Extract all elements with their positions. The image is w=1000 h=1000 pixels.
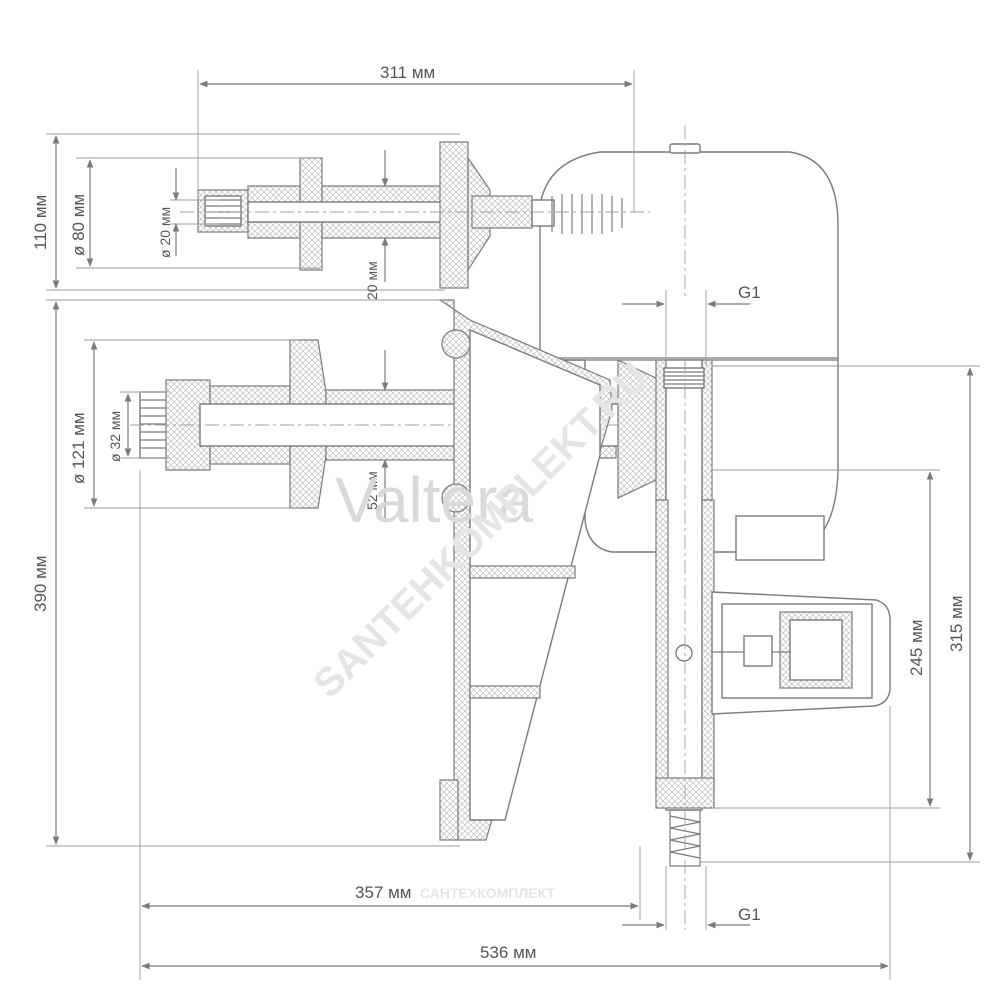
mounting-bracket [438, 299, 613, 841]
valve-column [617, 359, 715, 930]
dim-245: 245 мм [907, 620, 926, 676]
dim-357: 357 мм [355, 883, 411, 902]
dimension-lines [46, 70, 980, 980]
top-inlet-assembly [180, 141, 650, 289]
dim-536: 536 мм [480, 943, 536, 962]
dim-110: 110 мм [31, 195, 50, 250]
shop-watermark-small: САНТЕХКОМПЛЕКТ [420, 885, 555, 901]
dim-dia-121: ø 121 мм [69, 412, 88, 484]
dim-len-52: 52 мм [364, 471, 380, 510]
dim-315: 315 мм [947, 596, 966, 652]
dim-g1-top: G1 [738, 283, 761, 302]
float-chamber [711, 591, 891, 715]
dim-dia-20: ø 20 мм [157, 207, 173, 258]
dim-dia-80: ø 80 мм [69, 194, 88, 256]
dim-dia-32: ø 32 мм [107, 411, 123, 462]
dim-311: 311 мм [380, 63, 435, 82]
dim-390: 390 мм [31, 556, 50, 612]
dim-g1-bottom: G1 [738, 905, 761, 924]
dim-len-20: 20 мм [364, 261, 380, 300]
brand-watermark: Valtera [335, 464, 533, 536]
